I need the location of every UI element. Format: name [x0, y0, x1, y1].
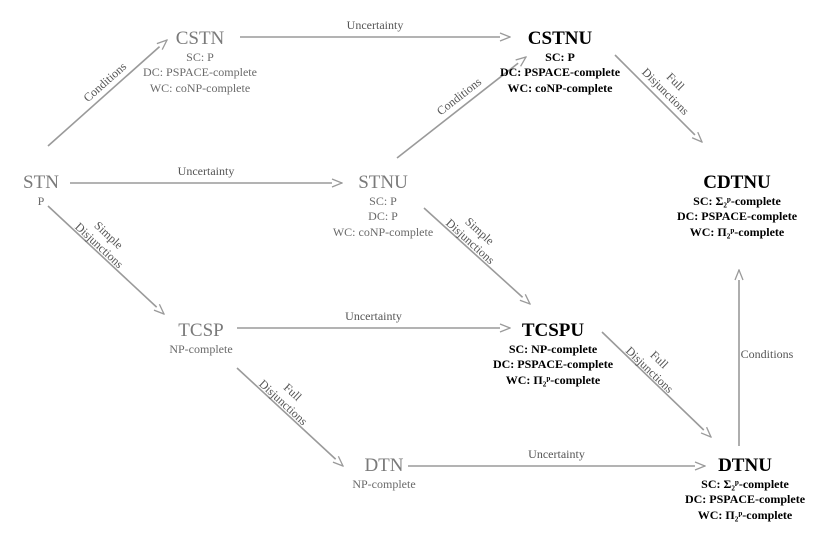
- edge-label-line: Conditions: [741, 347, 794, 361]
- node-cstnu-line: DC: PSPACE-complete: [499, 65, 621, 80]
- edge-stnu-tcspu-arrow: [423, 207, 530, 304]
- node-tcsp: TCSP NP-complete: [169, 320, 232, 357]
- node-tcsp-name: TCSP: [178, 320, 224, 341]
- node-cdtnu-line: DC: PSPACE-complete: [676, 209, 798, 224]
- node-cstnu-line: SC: P: [545, 49, 575, 64]
- node-stnu: STNU SC: P DC: P WC: coNP-complete: [333, 172, 433, 241]
- node-cstn-line: SC: P: [186, 49, 214, 64]
- edge-tcsp-dtn-arrow: [236, 367, 343, 466]
- edge-tcsp-tcspu-label: Uncertainty: [345, 309, 402, 323]
- node-stn-name: STN: [23, 172, 59, 193]
- edge-label-line: Uncertainty: [347, 18, 404, 32]
- node-stn-line: P: [37, 193, 45, 208]
- edge-stn-cstn-label: Conditions: [81, 59, 130, 105]
- node-tcsp-line: NP-complete: [169, 341, 233, 356]
- node-dtn-name: DTN: [364, 455, 404, 476]
- edge-stnu-cstnu-arrow: [396, 57, 526, 159]
- node-dtnu-line: DC: PSPACE-complete: [684, 492, 806, 507]
- edge-label-line: Conditions: [81, 59, 130, 105]
- edge-cstn-cstnu-label: Uncertainty: [347, 18, 404, 32]
- node-cstn-name: CSTN: [175, 28, 225, 49]
- edge-tcsp-dtn-label: FullDisjunctions: [256, 366, 320, 428]
- edge-label-line: Uncertainty: [178, 164, 235, 178]
- node-cdtnu: CDTNU SC: Σ₂ᵖ-complete DC: PSPACE-comple…: [677, 172, 797, 241]
- node-tcspu-line: SC: NP-complete: [508, 341, 598, 356]
- node-cstn-line: WC: coNP-complete: [149, 81, 251, 96]
- node-dtnu-line: SC: Σ₂ᵖ-complete: [701, 476, 789, 491]
- edge-label-line: Uncertainty: [528, 447, 585, 461]
- node-dtn-line: NP-complete: [352, 476, 416, 491]
- node-cstnu: CSTNU SC: P DC: PSPACE-complete WC: coNP…: [500, 28, 620, 97]
- node-cstn-line: DC: PSPACE-complete: [143, 65, 257, 80]
- edge-label-line: Uncertainty: [345, 309, 402, 323]
- node-stnu-line: DC: P: [368, 209, 398, 224]
- node-cstnu-line: WC: coNP-complete: [507, 81, 613, 96]
- node-stnu-name: STNU: [358, 172, 408, 193]
- edge-stn-tcsp-label: SimpleDisjunctions: [72, 209, 136, 271]
- edge-cstnu-cdtnu-arrow: [614, 54, 702, 142]
- node-cstnu-name: CSTNU: [527, 28, 593, 49]
- node-tcspu-line: WC: Π₂ᵖ-complete: [505, 373, 601, 388]
- node-dtnu-line: WC: Π₂ᵖ-complete: [697, 508, 793, 523]
- node-tcspu-line: DC: PSPACE-complete: [492, 357, 614, 372]
- edge-stn-cstn-arrow: [47, 40, 167, 147]
- node-cstn: CSTN SC: P DC: PSPACE-complete WC: coNP-…: [143, 28, 257, 97]
- node-dtnu-name: DTNU: [718, 455, 772, 476]
- node-stnu-line: WC: coNP-complete: [332, 225, 434, 240]
- edge-cstnu-cdtnu-label: FullDisjunctions: [639, 55, 702, 118]
- edge-tcspu-dtnu-arrow: [601, 331, 711, 437]
- node-cdtnu-line: SC: Σ₂ᵖ-complete: [693, 193, 781, 208]
- edge-stn-tcsp-arrow: [47, 205, 164, 314]
- edge-label-line: Disjunctions: [256, 377, 310, 429]
- node-cdtnu-line: WC: Π₂ᵖ-complete: [689, 225, 785, 240]
- edge-label-line: Disjunctions: [639, 65, 692, 118]
- node-cdtnu-name: CDTNU: [703, 172, 771, 193]
- node-stnu-line: SC: P: [369, 193, 397, 208]
- node-stn: STN P: [23, 172, 59, 209]
- node-dtn: DTN NP-complete: [352, 455, 415, 492]
- edge-label-line: Disjunctions: [623, 344, 677, 396]
- node-dtnu: DTNU SC: Σ₂ᵖ-complete DC: PSPACE-complet…: [685, 455, 805, 524]
- edge-stn-stnu-label: Uncertainty: [178, 164, 235, 178]
- edge-dtn-dtnu-label: Uncertainty: [528, 447, 585, 461]
- edge-dtnu-cdtnu-label: Conditions: [741, 347, 794, 361]
- node-tcspu: TCSPU SC: NP-complete DC: PSPACE-complet…: [493, 320, 613, 389]
- edge-tcspu-dtnu-label: FullDisjunctions: [623, 334, 686, 396]
- node-tcspu-name: TCSPU: [521, 320, 585, 341]
- edge-stnu-tcspu-label: SimpleDisjunctions: [443, 205, 507, 267]
